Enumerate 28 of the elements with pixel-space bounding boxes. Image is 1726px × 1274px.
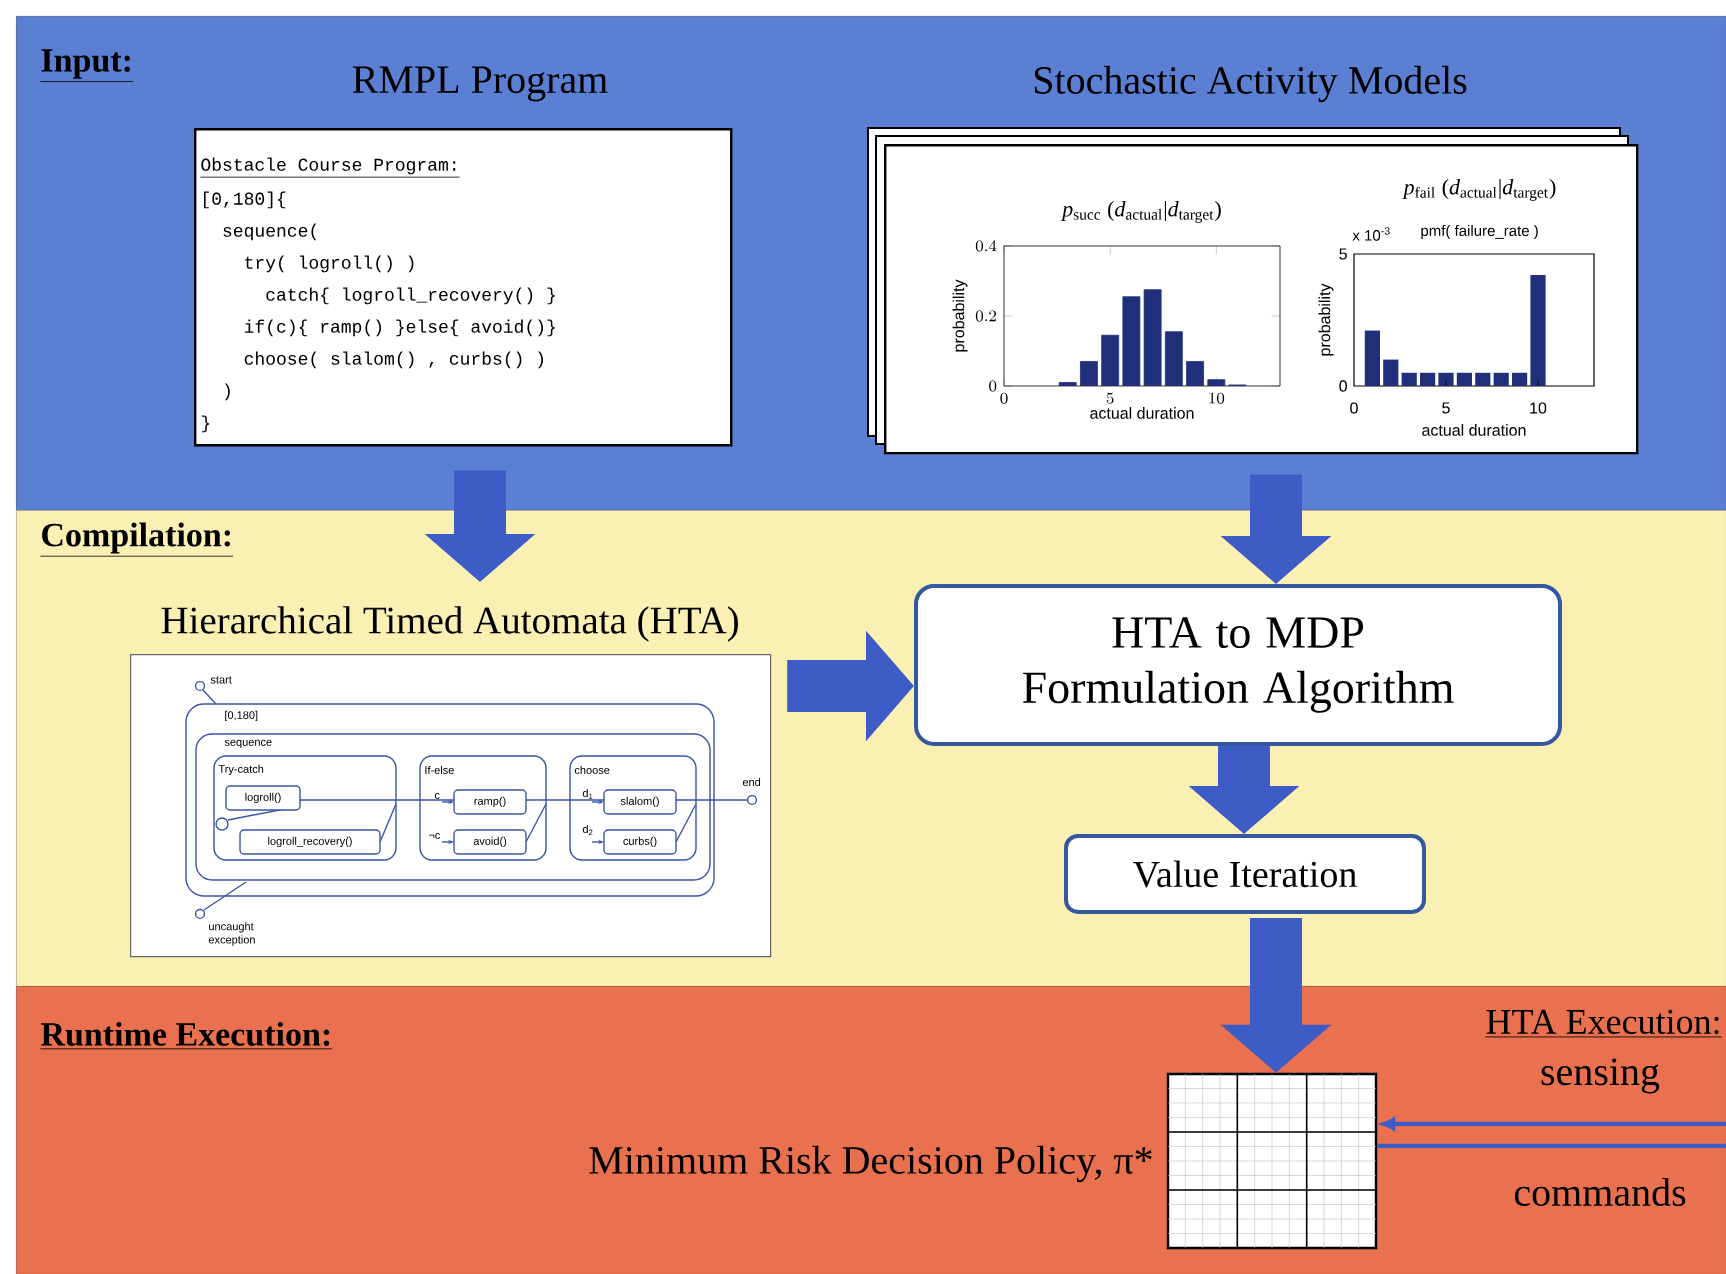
arrow <box>1381 1117 1726 1131</box>
process-box: HTA to MDP Formulation Algorithm <box>914 584 1562 746</box>
node-label: Hierarchical Timed Automata (HTA) <box>161 606 738 642</box>
x-tick-label: 0 <box>1000 392 1008 404</box>
chart-title: p$_{succ}$ (d$_{actual}$|d$_{target}$) <box>1060 201 1221 223</box>
y-tick-label: 0 <box>989 380 997 392</box>
y-tick-label: 0.2 <box>975 310 997 322</box>
axis-label: actual duration <box>1422 424 1526 436</box>
node-label: Stochastic Activity Models <box>1034 65 1467 103</box>
process-box: Value Iteration <box>1064 833 1426 914</box>
tick-label: 5 <box>1442 402 1450 414</box>
tick-label: 0 <box>1339 380 1347 392</box>
policy-caption: Minimum Risk Decision Policy, π* <box>589 1145 1152 1183</box>
x-tick-label: 10 <box>1209 392 1225 404</box>
tick-label: 5 <box>1339 248 1347 260</box>
tick-label: 10 <box>1530 402 1547 414</box>
x-axis-title: actual duration <box>1090 407 1194 419</box>
module-title: HTA Execution: <box>1485 1009 1722 1038</box>
axis-label: probability <box>1318 283 1334 356</box>
edge-label: sensing <box>1541 1058 1660 1094</box>
y-axis-title: probability <box>952 279 968 352</box>
chart-title: p$_{fail}$ (d$_{actual}$|d$_{target}$) <box>1402 179 1556 201</box>
node-label: RMPL Program <box>352 66 608 102</box>
code-box: RMPL Program Obstacle Course Program: [0,180]{ sequence( try( logroll() ) catch{ logroll_recovery() } if(c){ ramp() }else{ avoid()} choose( slalom() , curbs() ) ) } <box>194 66 733 447</box>
tick-label: 0 <box>1350 402 1358 414</box>
y-tick-label: 0.4 <box>975 240 997 252</box>
x-tick-label: 5 <box>1106 392 1114 404</box>
edge-label: commands <box>1514 1177 1686 1207</box>
